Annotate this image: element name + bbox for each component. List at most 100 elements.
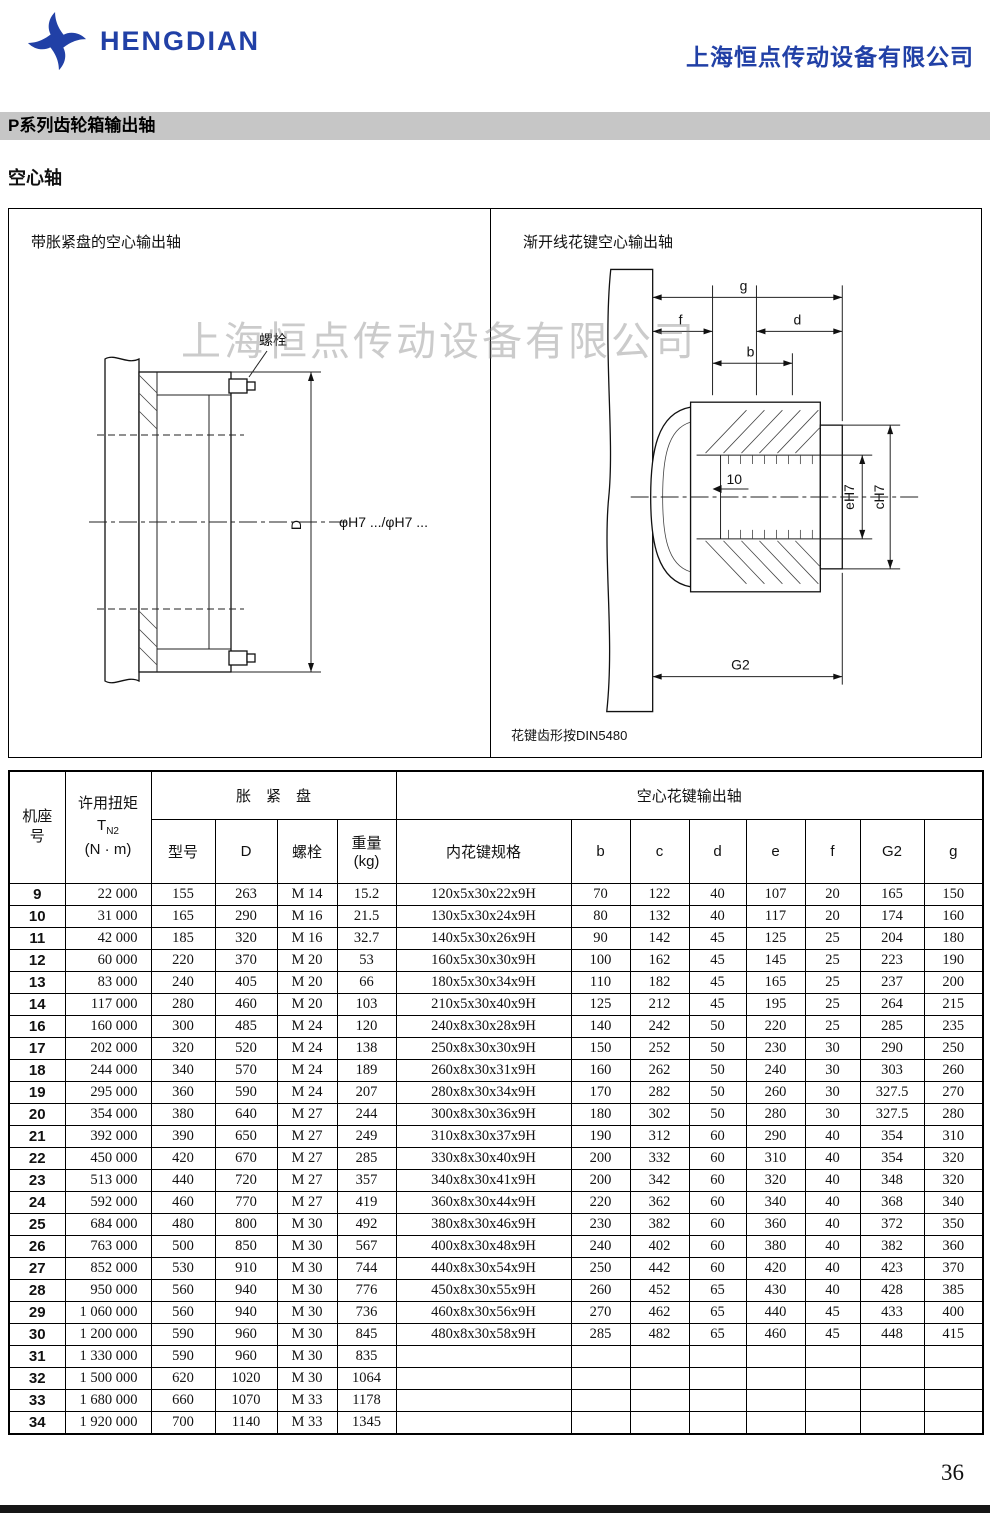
- table-cell: 402: [629, 1234, 690, 1258]
- dim-G2-label: G2: [731, 657, 750, 673]
- table-cell: 392 000: [64, 1124, 152, 1148]
- table-cell: 210x5x30x40x9H: [395, 992, 572, 1016]
- table-cell: M 27: [276, 1146, 338, 1170]
- table-cell: 960: [214, 1344, 278, 1368]
- table-cell: 400: [923, 1300, 984, 1324]
- table-cell: 140x5x30x26x9H: [395, 926, 572, 950]
- table-cell: 684 000: [64, 1212, 152, 1236]
- table-cell: M 16: [276, 926, 338, 950]
- table-cell: 736: [336, 1300, 397, 1324]
- table-cell: 433: [859, 1300, 925, 1324]
- table-cell: 240: [570, 1234, 631, 1258]
- table-cell: 330x8x30x40x9H: [395, 1146, 572, 1170]
- table-cell: 28: [8, 1278, 66, 1302]
- table-cell: 20: [8, 1102, 66, 1126]
- table-cell: 1 060 000: [64, 1300, 152, 1324]
- col-header-G2: G2: [859, 818, 925, 884]
- table-cell: 850: [214, 1234, 278, 1258]
- table-cell: 320: [923, 1146, 984, 1170]
- table-cell: 327.5: [859, 1102, 925, 1126]
- table-cell: M 33: [276, 1388, 338, 1412]
- table-cell: 420: [745, 1256, 806, 1280]
- bolt-top: [228, 378, 256, 394]
- table-cell: 332: [629, 1146, 690, 1170]
- table-cell: [923, 1410, 984, 1434]
- table-cell: 107: [745, 882, 806, 906]
- table-cell: 360: [923, 1234, 984, 1258]
- table-cell: 310: [745, 1146, 806, 1170]
- table-cell: M 16: [276, 904, 338, 928]
- phi-label: φH7 .../φH7 ...: [339, 514, 428, 530]
- table-cell: 189: [336, 1058, 397, 1082]
- table-cell: 368: [859, 1190, 925, 1214]
- table-cell: [570, 1366, 631, 1390]
- table-cell: 420: [150, 1146, 216, 1170]
- table-cell: 327.5: [859, 1080, 925, 1104]
- table-cell: 22 000: [64, 882, 152, 906]
- table-cell: 590: [150, 1322, 216, 1346]
- table-cell: 340: [745, 1190, 806, 1214]
- table-cell: 415: [923, 1322, 984, 1346]
- table-cell: M 30: [276, 1322, 338, 1346]
- table-cell: 117 000: [64, 992, 152, 1016]
- table-cell: [688, 1388, 747, 1412]
- col-header-g: g: [923, 818, 984, 884]
- table-cell: 10: [8, 904, 66, 928]
- table-cell: 50: [688, 1102, 747, 1126]
- table-cell: 30: [804, 1036, 861, 1060]
- table-cell: 162: [629, 948, 690, 972]
- table-cell: 560: [150, 1300, 216, 1324]
- table-cell: 13: [8, 970, 66, 994]
- table-cell: 195: [745, 992, 806, 1016]
- table-cell: 720: [214, 1168, 278, 1192]
- dim-f-label: f: [679, 311, 683, 327]
- table-cell: 372: [859, 1212, 925, 1236]
- table-cell: [688, 1344, 747, 1368]
- table-cell: 460: [150, 1190, 216, 1214]
- table-cell: 380: [150, 1102, 216, 1126]
- table-cell: 835: [336, 1344, 397, 1368]
- table-cell: 428: [859, 1278, 925, 1302]
- table-cell: M 27: [276, 1124, 338, 1148]
- table-cell: 110: [570, 970, 631, 994]
- table-cell: 592 000: [64, 1190, 152, 1214]
- table-cell: 380x8x30x46x9H: [395, 1212, 572, 1236]
- table-cell: 620: [150, 1366, 216, 1390]
- table-cell: 354: [859, 1124, 925, 1148]
- table-cell: 1 200 000: [64, 1322, 152, 1346]
- col-header-torque: 许用扭矩 TN2 (N · m): [64, 770, 152, 884]
- table-cell: 20: [804, 882, 861, 906]
- table-cell: M 20: [276, 970, 338, 994]
- table-cell: 23: [8, 1168, 66, 1192]
- hengdian-logo-icon: [27, 11, 87, 71]
- col-header-weight: 重量(kg): [336, 818, 397, 884]
- table-cell: 340: [150, 1058, 216, 1082]
- group-header-spline-shaft: 空心花键输出轴: [395, 770, 984, 820]
- table-cell: 700: [150, 1410, 216, 1434]
- table-cell: M 27: [276, 1102, 338, 1126]
- table-cell: 33: [8, 1388, 66, 1412]
- table-cell: 462: [629, 1300, 690, 1324]
- table-cell: M 30: [276, 1300, 338, 1324]
- table-cell: 237: [859, 970, 925, 994]
- table-cell: [570, 1344, 631, 1368]
- table-cell: 40: [688, 904, 747, 928]
- table-cell: 25: [804, 926, 861, 950]
- table-cell: 60 000: [64, 948, 152, 972]
- table-cell: 310: [923, 1124, 984, 1148]
- table-cell: 670: [214, 1146, 278, 1170]
- table-cell: [395, 1344, 572, 1368]
- table-cell: 125: [745, 926, 806, 950]
- table-cell: 25: [804, 970, 861, 994]
- table-cell: 45: [804, 1322, 861, 1346]
- table-cell: 53: [336, 948, 397, 972]
